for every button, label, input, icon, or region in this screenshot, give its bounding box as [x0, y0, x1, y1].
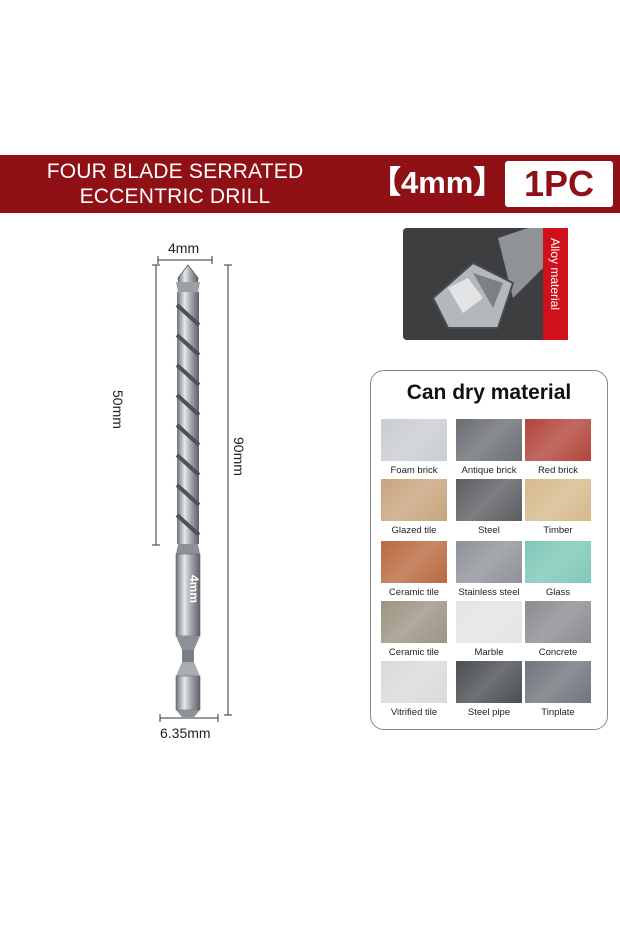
product-title: FOUR BLADE SERRATED ECCENTRIC DRILL: [30, 159, 320, 209]
material-foam-brick: Foam brick: [381, 419, 447, 476]
drill-tip-closeup-image: [403, 228, 568, 340]
material-thumb: [381, 601, 447, 643]
material-ceramic-tile: Ceramic tile: [381, 541, 447, 598]
material-thumb: [525, 541, 591, 583]
material-label: Red brick: [537, 465, 579, 476]
material-thumb: [381, 419, 447, 461]
flute-length-label: 50mm: [110, 390, 126, 429]
material-steel: Steel: [456, 479, 522, 536]
material-thumb: [381, 479, 447, 521]
material-glass: Glass: [525, 541, 591, 598]
alloy-tip-closeup: [403, 228, 568, 340]
material-ceramic-tile-2: Ceramic tile: [381, 601, 447, 658]
shank-width-label: 6.35mm: [160, 725, 211, 741]
material-timber: Timber: [525, 479, 591, 536]
size-label: 【4mm】: [370, 165, 505, 200]
material-label: Foam brick: [390, 465, 438, 476]
material-thumb: [456, 541, 522, 583]
drill-illustration: [152, 256, 232, 722]
material-thumb: [525, 479, 591, 521]
material-thumb: [456, 419, 522, 461]
material-label: Glazed tile: [391, 525, 437, 536]
material-thumb: [525, 601, 591, 643]
material-thumb: [456, 479, 522, 521]
material-thumb: [381, 661, 447, 703]
product-title-line1: FOUR BLADE SERRATED: [46, 160, 304, 183]
material-vitrified-tile: Vitrified tile: [381, 661, 447, 718]
material-thumb: [456, 661, 522, 703]
alloy-material-tag: [543, 228, 568, 340]
material-label: Stainless steel: [458, 587, 520, 598]
material-label: Tinplate: [541, 707, 575, 718]
quantity-badge: 1PC: [505, 161, 613, 207]
material-thumb: [525, 661, 591, 703]
material-label: Marble: [474, 647, 504, 658]
material-thumb: [381, 541, 447, 583]
material-antique-brick: Antique brick: [456, 419, 522, 476]
material-label: Antique brick: [461, 465, 517, 476]
material-glazed-tile: Glazed tile: [381, 479, 447, 536]
material-stainless-steel: Stainless steel: [456, 541, 522, 598]
materials-title: Can dry material: [406, 381, 572, 404]
drill-tip: [176, 264, 200, 293]
material-label: Vitrified tile: [390, 707, 438, 718]
material-red-brick: Red brick: [525, 419, 591, 476]
product-title-line2: ECCENTRIC DRILL: [79, 185, 271, 208]
material-marble: Marble: [456, 601, 522, 658]
material-steel-pipe: Steel pipe: [456, 661, 522, 718]
material-thumb: [456, 601, 522, 643]
drill-shank: [175, 544, 201, 717]
alloy-material-label: Alloy material: [548, 238, 562, 311]
material-label: Concrete: [538, 647, 578, 658]
material-label: Steel: [478, 525, 500, 536]
header-banner: FOUR BLADE SERRATED ECCENTRIC DRILL 【4mm…: [0, 155, 620, 213]
material-label: Ceramic tile: [388, 587, 440, 598]
material-thumb: [525, 419, 591, 461]
shank-marking: 4mm: [187, 575, 201, 604]
materials-card: Can dry material Foam brick Antique bric…: [370, 370, 608, 730]
material-label: Glass: [545, 587, 571, 598]
material-label: Timber: [543, 525, 573, 536]
material-label: Ceramic tile: [388, 647, 440, 658]
tip-width-label: 4mm: [168, 240, 200, 256]
material-label: Steel pipe: [467, 707, 511, 718]
dimension-lines: [152, 256, 232, 722]
total-length-label: 90mm: [231, 437, 247, 476]
drill-flute: [175, 292, 201, 544]
material-tinplate: Tinplate: [525, 661, 591, 718]
material-concrete: Concrete: [525, 601, 591, 658]
